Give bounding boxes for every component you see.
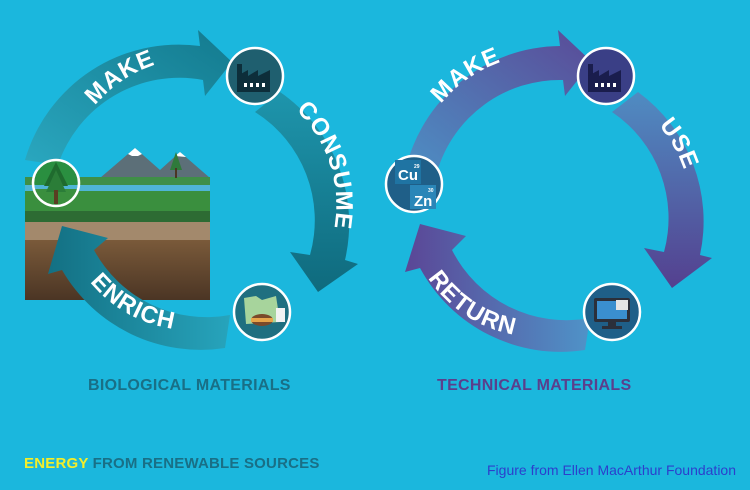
biological-cycle: MAKE CONSUME ENRICH: [25, 30, 358, 350]
technical-materials-caption: TECHNICAL MATERIALS: [437, 377, 632, 394]
tech-use-arrow: [612, 92, 712, 288]
tech-make-arrow: [405, 30, 592, 172]
energy-highlight: ENERGY: [24, 455, 89, 472]
element-cu-number: 29: [414, 164, 420, 170]
bio-factory-icon: [225, 46, 285, 106]
elements-icon: Cu 29 Zn 30: [384, 154, 444, 214]
tech-return-arrow: [405, 224, 590, 352]
bio-make-arrow: [25, 30, 232, 165]
element-zn: Zn: [414, 193, 432, 210]
energy-rest: FROM RENEWABLE SOURCES: [88, 455, 320, 472]
food-waste-icon: [232, 282, 292, 342]
figure-credit: Figure from Ellen MacArthur Foundation: [487, 462, 736, 478]
tech-factory-icon: [576, 46, 636, 106]
biological-materials-caption: BIOLOGICAL MATERIALS: [88, 377, 291, 394]
bio-enrich-arrow: [48, 226, 230, 350]
tech-return-label: RETURN: [423, 265, 519, 341]
element-zn-number: 30: [428, 188, 434, 194]
energy-footer: ENERGY FROM RENEWABLE SOURCES: [24, 455, 320, 472]
technical-cycle: MAKE USE RETURN Cu 29 Zn 30: [384, 30, 712, 352]
element-cu: Cu: [398, 167, 418, 184]
bio-consume-arrow: [255, 92, 358, 292]
computer-icon: [582, 282, 642, 342]
tree-icon: [31, 158, 81, 208]
